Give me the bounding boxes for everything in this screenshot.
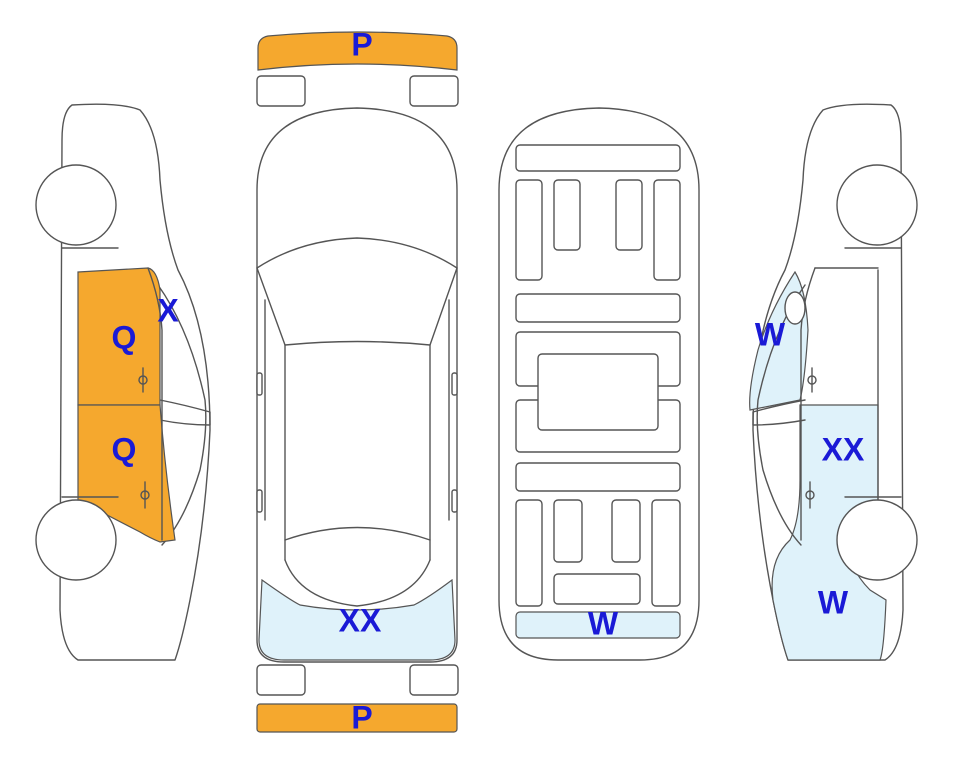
right-side-view: W XX W (749, 103, 918, 661)
underbody-view: W (498, 107, 700, 661)
right-front-fender-code: W (755, 316, 786, 352)
left-front-wheel (35, 164, 117, 246)
front-bumper-panel (257, 31, 458, 71)
left-rear-door-code: Q (112, 431, 137, 467)
left-pillar-code: X (157, 292, 179, 328)
right-front-wheel (836, 164, 918, 246)
rear-bumper-panel (256, 703, 458, 733)
front-bumper-code: P (351, 26, 372, 62)
rear-bumper-code: P (351, 699, 372, 735)
left-side-view: Q Q X (35, 103, 211, 661)
right-rear-door-code: XX (822, 431, 865, 467)
right-rear-quarter-code: W (818, 584, 849, 620)
right-rear-wheel (836, 499, 918, 581)
left-front-door-code: Q (112, 319, 137, 355)
top-rear-area-code: XX (339, 602, 382, 638)
left-rear-wheel (35, 499, 117, 581)
floor-rear-panel-code: W (588, 605, 619, 641)
top-rear-area-panel (258, 578, 456, 661)
floor-rear-panel (515, 611, 681, 639)
top-view: P XX P (256, 26, 459, 735)
